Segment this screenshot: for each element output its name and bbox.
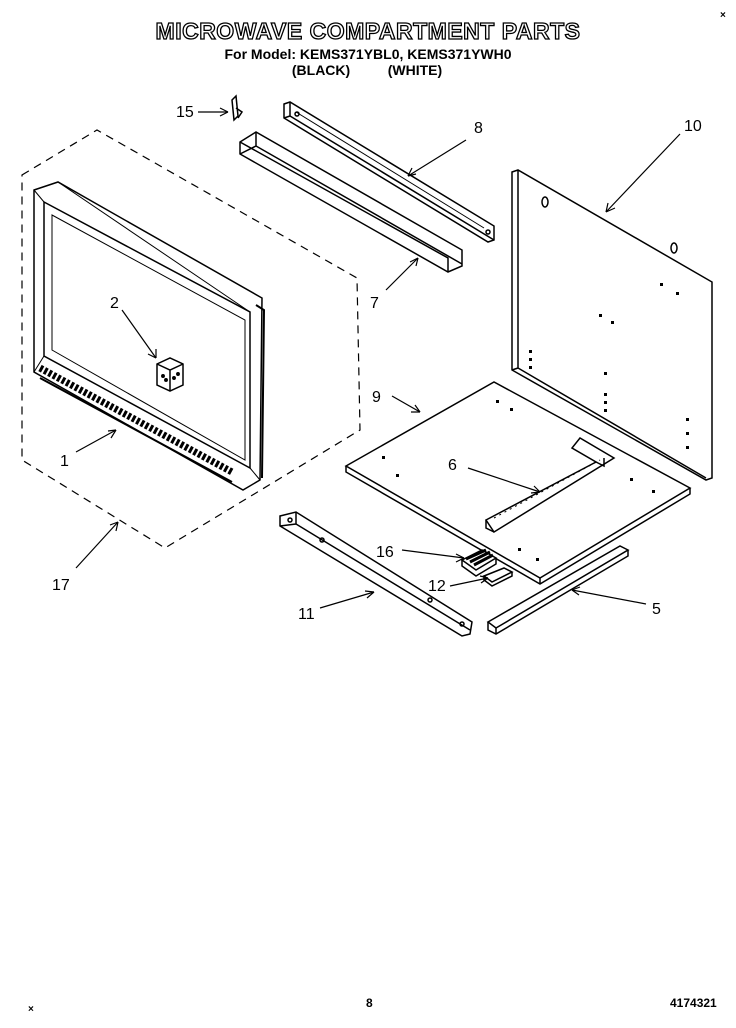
callout-8: 8 [474, 120, 483, 137]
frame-part-1 [33, 181, 266, 491]
back-panel-part-10 [511, 169, 713, 481]
rail-part-5 [486, 545, 630, 635]
callout-7: 7 [370, 295, 379, 312]
clip-part-15 [231, 94, 244, 122]
callout-12: 12 [428, 578, 446, 595]
channel-part-7 [239, 131, 463, 273]
callout-6: 6 [448, 457, 457, 474]
color-variants: (BLACK) (WHITE) [0, 62, 736, 78]
callout-10: 10 [684, 118, 702, 135]
rail-part-8 [283, 101, 495, 243]
bracket-part-12 [482, 567, 514, 587]
label-part-2 [156, 357, 184, 392]
callout-16: 16 [376, 544, 394, 561]
callout-5: 5 [652, 601, 661, 618]
assembly-outline-dashed [21, 129, 361, 549]
page-number: 8 [366, 996, 373, 1010]
corner-mark-top-right: × [720, 10, 726, 21]
callout-2: 2 [110, 295, 119, 312]
variant-white: (WHITE) [387, 62, 443, 78]
callout-9: 9 [372, 389, 381, 406]
model-numbers: For Model: KEMS371YBL0, KEMS371YWH0 [224, 46, 512, 62]
vent-part-16 [460, 548, 498, 577]
callout-1: 1 [60, 453, 69, 470]
rail-part-11 [279, 511, 473, 637]
corner-mark-bottom-left: × [28, 1004, 34, 1015]
callout-17: 17 [52, 577, 70, 594]
variant-black: (BLACK) [291, 62, 351, 78]
document-number: 4174321 [670, 996, 717, 1010]
floor-panel-part-9 [344, 381, 692, 585]
callout-15: 15 [176, 104, 194, 121]
bracket-part-6 [484, 437, 616, 534]
callout-11: 11 [298, 606, 315, 623]
page-title: MICROWAVE COMPARTMENT PARTS [155, 17, 581, 44]
